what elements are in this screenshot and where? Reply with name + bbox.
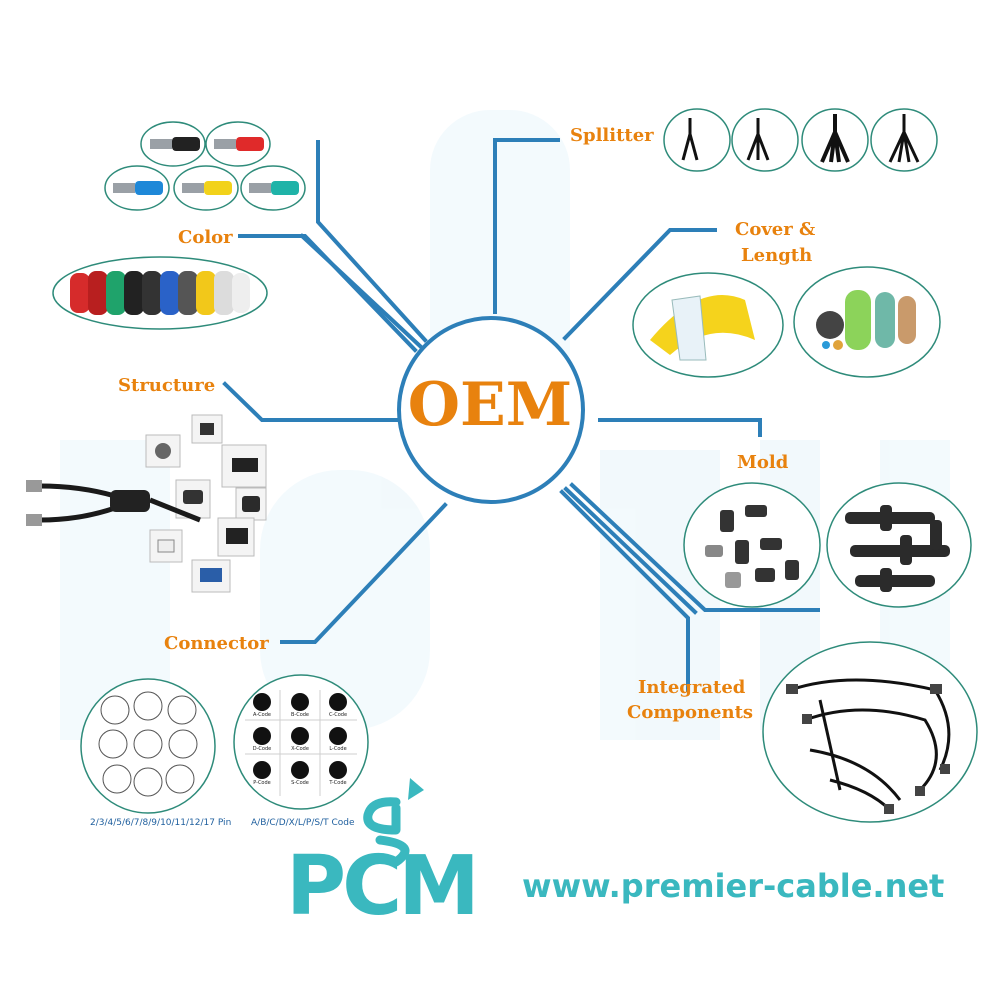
cable-connector-icon <box>113 137 299 195</box>
line-color-2 <box>238 234 418 353</box>
pin-layout-circle <box>80 678 216 814</box>
label-structure: Structure <box>118 375 216 396</box>
coding-label: C-Code <box>328 712 348 718</box>
wire-harness-icon <box>789 678 951 812</box>
coding-label: S-Code <box>291 780 309 786</box>
coding-grid <box>245 690 357 796</box>
label-splitter: Spllitter <box>570 125 654 146</box>
harness-plugs <box>786 684 950 814</box>
pins-caption: 2/3/4/5/6/7/8/9/10/11/12/17 Pin <box>90 818 232 828</box>
molded-connector-icon <box>705 505 799 588</box>
line-integrated-1 <box>569 482 820 612</box>
coding-label: X-Code <box>291 746 309 752</box>
codes-caption: A/B/C/D/X/L/P/S/T Code <box>251 818 355 828</box>
label-cover-length-2: Length <box>741 245 813 266</box>
molded-tee-icon <box>845 505 950 592</box>
label-cover-length-1: Cover & <box>735 219 816 240</box>
y-splitter-cable-icon <box>26 480 201 526</box>
coding-label: B-Code <box>290 712 310 718</box>
line-mold <box>598 418 762 437</box>
line-structure <box>222 381 400 422</box>
line-integrated-3 <box>563 486 698 615</box>
line-cover-length <box>562 228 717 341</box>
splitter-cable-icon <box>681 114 920 163</box>
coding-label: L-Code <box>329 746 347 752</box>
brand-url[interactable]: www.premier-cable.net <box>522 867 945 905</box>
oem-title: OEM <box>407 370 573 440</box>
coding-label: T-Code <box>329 780 347 786</box>
measuring-tape-icon <box>650 295 755 361</box>
line-connector <box>280 502 448 644</box>
brand-logo: PCM <box>286 839 480 934</box>
color-connectors <box>104 121 306 211</box>
oem-circle <box>397 316 585 504</box>
line-integrated-2 <box>559 489 690 692</box>
logo-arrow-head <box>408 778 424 800</box>
pin-layout-icon <box>98 691 198 797</box>
label-mold: Mold <box>737 452 789 473</box>
coding-label: D-Code <box>252 746 272 752</box>
line-color-1 <box>316 140 428 343</box>
coding-label: A-Code <box>253 712 271 718</box>
coding-sockets <box>253 693 347 779</box>
label-connector: Connector <box>164 633 269 654</box>
mold-oval-1 <box>683 482 821 608</box>
label-color: Color <box>178 227 233 248</box>
cable-spool-icon <box>70 271 250 315</box>
connector-lines <box>222 138 820 692</box>
structure-icons <box>145 414 267 593</box>
coding-label: P-Code <box>253 780 271 786</box>
cable-cross-section-icon <box>816 290 916 350</box>
line-splitter <box>493 138 560 314</box>
line-color-3 <box>299 233 423 349</box>
label-integrated-2: Components <box>627 702 754 723</box>
splitter-ovals <box>663 108 938 172</box>
logo-dollar-arrow-icon <box>363 797 410 867</box>
label-integrated-1: Integrated <box>638 677 746 698</box>
